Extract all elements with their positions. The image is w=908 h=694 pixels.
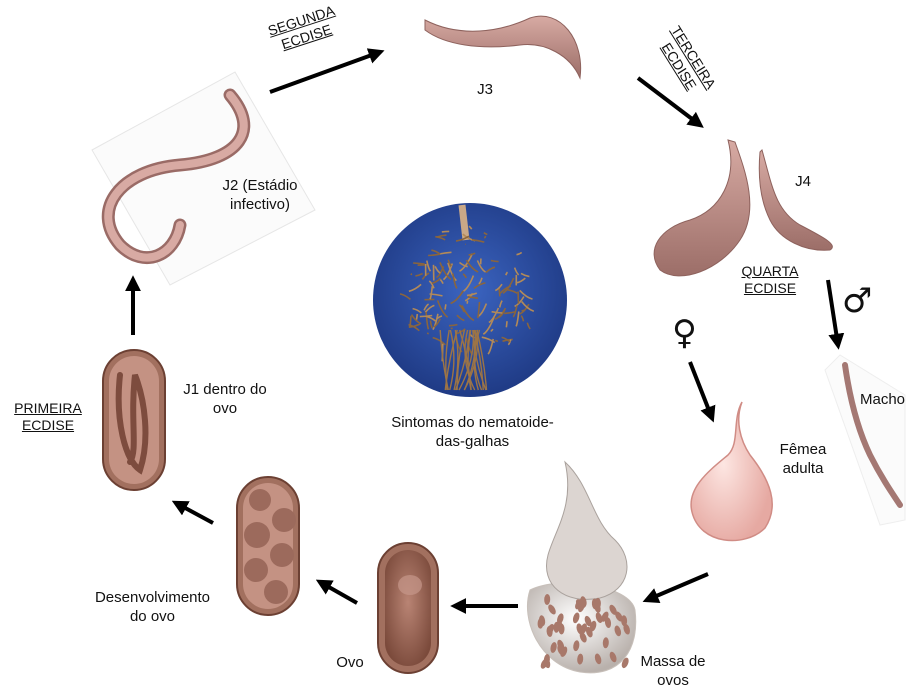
root-strand bbox=[506, 321, 507, 327]
arrow-j4-to-female bbox=[690, 362, 712, 418]
photo-caption-line1: Sintomas do nematoide- bbox=[375, 413, 570, 432]
root-strand bbox=[411, 274, 412, 275]
label-ovo: Ovo bbox=[330, 653, 370, 672]
egg bbox=[378, 543, 438, 673]
root-strand bbox=[467, 301, 468, 304]
label-femea-line1: Fêmea bbox=[768, 440, 838, 459]
label-j2: J2 (Estádio infectivo) bbox=[210, 176, 310, 214]
label-j4: J4 bbox=[788, 172, 818, 191]
ecdise-primeira: PRIMEIRA ECDISE bbox=[8, 400, 88, 434]
label-massa: Massa de ovos bbox=[628, 652, 718, 690]
ecdise-primeira-line2: ECDISE bbox=[8, 417, 88, 434]
root-strand bbox=[495, 340, 498, 341]
label-j3: J3 bbox=[470, 80, 500, 99]
root-strand bbox=[445, 304, 446, 309]
root-strand bbox=[428, 333, 429, 334]
photo-caption: Sintomas do nematoide- das-galhas bbox=[375, 413, 570, 451]
egg-mass bbox=[527, 462, 635, 673]
root-strand bbox=[442, 231, 449, 232]
label-j2-line1: J2 (Estádio bbox=[210, 176, 310, 195]
label-macho: Macho bbox=[860, 390, 908, 409]
label-femea-line2: adulta bbox=[768, 459, 838, 478]
label-j1: J1 dentro do ovo bbox=[170, 380, 280, 418]
ecdise-quarta: QUARTA ECDISE bbox=[730, 263, 810, 297]
j3-juvenile bbox=[425, 16, 581, 78]
label-j2-line2: infectivo) bbox=[210, 195, 310, 214]
j1-in-egg bbox=[103, 350, 165, 490]
root-strand bbox=[499, 288, 500, 296]
j4-juveniles bbox=[654, 140, 832, 276]
arrow-j2-to-j3 bbox=[270, 52, 380, 92]
arrow-egg-to-development bbox=[320, 582, 357, 603]
label-femea: Fêmea adulta bbox=[768, 440, 838, 478]
label-j1-line2: ovo bbox=[170, 399, 280, 418]
label-massa-line1: Massa de bbox=[628, 652, 718, 671]
female-symbol-icon: ♀ bbox=[672, 316, 697, 350]
male-symbol-icon: ♂ bbox=[842, 284, 872, 318]
label-desenvolvimento-line1: Desenvolvimento bbox=[80, 588, 225, 607]
label-desenvolvimento: Desenvolvimento do ovo bbox=[80, 588, 225, 626]
label-desenvolvimento-line2: do ovo bbox=[80, 607, 225, 626]
photo-caption-line2: das-galhas bbox=[375, 432, 570, 451]
ecdise-quarta-line2: ECDISE bbox=[730, 280, 810, 297]
developing-egg bbox=[237, 477, 299, 615]
ecdise-quarta-line1: QUARTA bbox=[730, 263, 810, 280]
arrow-development-to-j1 bbox=[176, 503, 213, 523]
arrow-female-to-mass bbox=[647, 574, 708, 600]
adult-female bbox=[691, 402, 772, 541]
label-massa-line2: ovos bbox=[628, 671, 718, 690]
label-j1-line1: J1 dentro do bbox=[170, 380, 280, 399]
arrow-j4-to-male bbox=[828, 280, 838, 345]
ecdise-primeira-line1: PRIMEIRA bbox=[8, 400, 88, 417]
root-symptom-photo bbox=[373, 203, 567, 397]
